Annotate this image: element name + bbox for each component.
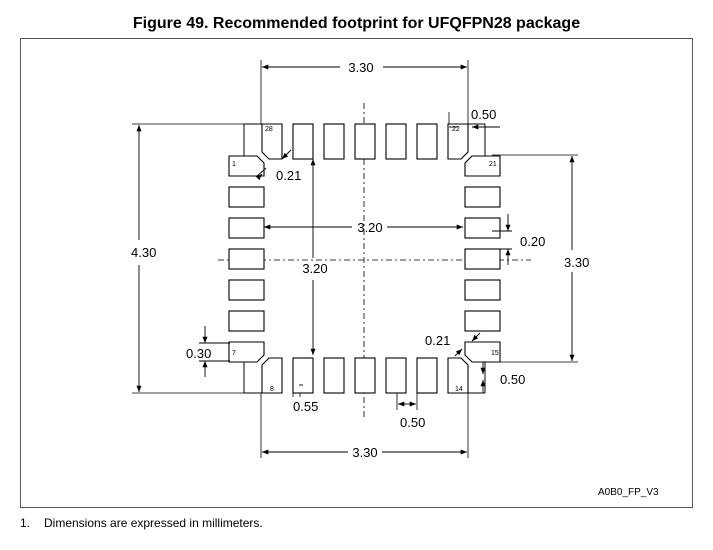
dimension-lines (136, 64, 575, 455)
pad-4 (228, 248, 265, 270)
pad-5 (228, 279, 265, 301)
drawing-code: A0B0_FP_V3 (598, 487, 659, 498)
pin-label-7: 7 (232, 350, 236, 357)
dim-pitch-bottom: 0.50 (400, 415, 425, 430)
pads-group (228, 123, 501, 394)
pad-7 (228, 341, 265, 363)
pad-19 (464, 217, 501, 239)
pin-label-14: 14 (455, 386, 463, 393)
dim-line-chamfer-top-left (281, 149, 292, 160)
extension-lines (132, 60, 578, 458)
dim-top-width: 3.30 (348, 60, 373, 75)
pin-labels: 28 22 1 21 7 15 8 14 (232, 126, 499, 393)
pad-17 (464, 279, 501, 301)
figure-title: Figure 49. Recommended footprint for UFQ… (132, 15, 581, 32)
dim-chamfer-bottom-right: 0.21 (425, 333, 450, 348)
dim-inner-vertical: 3.20 (302, 261, 327, 276)
pad-21 (464, 155, 501, 177)
pad-27 (292, 123, 314, 160)
dim-right-height: 3.30 (564, 255, 589, 270)
pad-16 (464, 310, 501, 332)
dim-height-left: 4.30 (131, 245, 156, 260)
dim-chamfer-top-left: 0.21 (276, 168, 301, 183)
pad-24 (385, 123, 407, 160)
figure-frame (20, 38, 693, 508)
pad-9 (292, 357, 314, 394)
dim-line-chamfer-top-left-b (255, 173, 263, 181)
pad-14 (447, 357, 469, 394)
pad-2 (228, 186, 265, 208)
dim-pad-width: 0.20 (520, 234, 545, 249)
pad-6 (228, 310, 265, 332)
package-outline-corners (243, 123, 486, 394)
dim-bottom-width: 3.30 (352, 445, 377, 460)
pad-26 (323, 123, 345, 160)
footnote-text: Dimensions are expressed in millimeters. (44, 516, 263, 530)
pad-23 (416, 123, 438, 160)
pad-11 (354, 357, 376, 394)
dim-pad-offset-right: 0.50 (500, 372, 525, 387)
footnote: 1. Dimensions are expressed in millimeter… (20, 516, 263, 530)
pad-15 (464, 341, 501, 363)
pad-8 (261, 357, 283, 394)
pin-label-22: 22 (452, 126, 460, 133)
dim-pad-length-bottom: 0.55 (293, 399, 318, 414)
pad-20 (464, 186, 501, 208)
pin-label-21: 21 (489, 161, 497, 168)
dimension-labels: 3.30 0.50 0.21 4.30 3.20 0.20 3.20 3.30 … (131, 60, 589, 460)
pin-label-15: 15 (491, 350, 499, 357)
pad-28 (261, 123, 283, 160)
footnote-number: 1. (20, 516, 31, 530)
pin-label-28: 28 (265, 126, 273, 133)
dim-pitch-top: 0.50 (471, 107, 496, 122)
pad-12 (385, 357, 407, 394)
pad-18 (464, 248, 501, 270)
dim-line-chamfer-bottom-right (454, 348, 463, 357)
pad-13 (416, 357, 438, 394)
pin-label-1: 1 (232, 161, 236, 168)
pad-22 (447, 123, 469, 160)
dim-pad-height-left: 0.30 (186, 346, 211, 361)
pin-label-8: 8 (270, 386, 274, 393)
pad-10 (323, 357, 345, 394)
pad-3 (228, 217, 265, 239)
dim-line-chamfer-bottom-right-b (471, 332, 481, 342)
pad-25 (354, 123, 376, 160)
dim-inner-horizontal: 3.20 (357, 220, 382, 235)
